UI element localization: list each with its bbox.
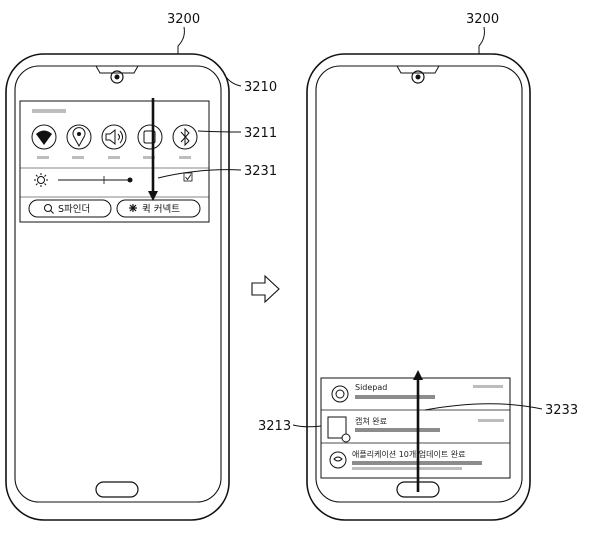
notification-sidepad[interactable]: Sidepad (331, 383, 503, 403)
left-device (5, 53, 230, 521)
reference-labels: 3200 3200 3210 3211 3231 3213 3233 (157, 12, 578, 434)
sound-icon[interactable] (101, 124, 127, 159)
notification-app-update[interactable]: 애플리케이션 10개 업데이트 완료 (329, 449, 482, 470)
notification-panel: Sidepad 캡쳐 완료 애플리케이션 10개 업데이트 완료 (320, 370, 511, 492)
brightness-icon (34, 173, 48, 187)
label-3211: 3211 (244, 126, 277, 141)
connect-icon (129, 204, 137, 212)
right-device (306, 53, 531, 521)
app-update-icon (329, 451, 347, 469)
search-icon (44, 204, 52, 212)
label-3200-right: 3200 (466, 12, 499, 27)
camera-icon (411, 70, 425, 84)
notification-capture[interactable]: 캡쳐 완료 (327, 416, 504, 443)
label-3200-left: 3200 (167, 12, 200, 27)
notification-title: 애플리케이션 10개 업데이트 완료 (352, 449, 466, 459)
label-3231: 3231 (244, 164, 277, 179)
quick-panel: S파인더 퀵 커넥트 (19, 98, 210, 223)
notification-title: Sidepad (355, 383, 387, 392)
auto-brightness-checkbox[interactable] (183, 172, 193, 182)
quick-connect-button[interactable]: 퀵 커넥트 (116, 199, 201, 218)
notification-title: 캡쳐 완료 (355, 416, 387, 426)
location-icon[interactable] (66, 124, 92, 159)
brightness-slider[interactable] (58, 176, 133, 184)
right-arrow-icon (251, 274, 280, 304)
label-3213: 3213 (258, 419, 291, 434)
finder-button[interactable]: S파인더 (28, 199, 112, 218)
label-3210: 3210 (244, 80, 277, 95)
quick-connect-label: 퀵 커넥트 (142, 203, 180, 215)
wifi-icon[interactable] (31, 124, 57, 159)
home-button[interactable] (95, 481, 139, 498)
rotation-icon[interactable] (137, 124, 163, 159)
label-3233: 3233 (545, 403, 578, 418)
sidepad-icon (331, 385, 349, 403)
camera-icon (110, 70, 124, 84)
finder-button-label: S파인더 (58, 204, 90, 215)
bluetooth-icon[interactable] (172, 124, 198, 159)
capture-icon (327, 416, 347, 439)
